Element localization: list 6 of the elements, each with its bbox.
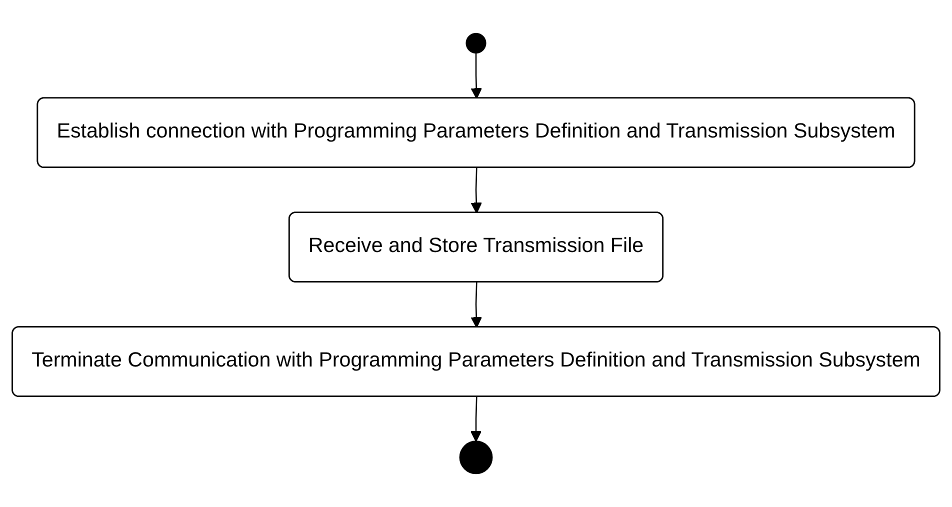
arrow bbox=[470, 52, 482, 99]
arrow bbox=[470, 396, 482, 442]
arrow bbox=[470, 282, 482, 328]
node-circle bbox=[459, 440, 493, 474]
node-circle bbox=[466, 32, 486, 54]
arrow bbox=[470, 168, 482, 214]
